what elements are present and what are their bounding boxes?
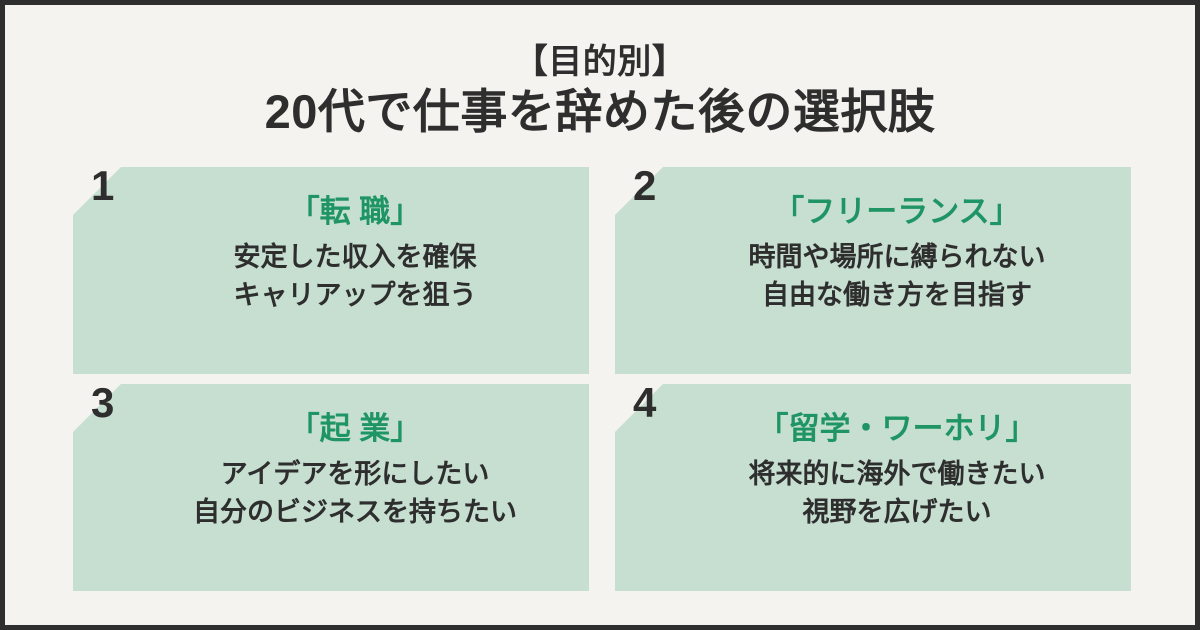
option-card-2-description: 時間や場所に縛られない 自由な働き方を目指す (663, 238, 1131, 315)
option-card-3-line-2: 自分のビジネスを持ちたい (193, 497, 517, 528)
option-card-1-line-1: 安定した収入を確保 (233, 241, 477, 272)
option-card-2-line-1: 時間や場所に縛られない (748, 241, 1046, 272)
title-block: 【目的別】 20代で仕事を辞めた後の選択肢 (5, 43, 1195, 140)
option-card-4-background (615, 384, 1131, 591)
option-card-3-content: 「起 業」 アイデアを形にしたい 自分のビジネスを持ちたい (121, 410, 589, 531)
option-card-grid: 1 「転 職」 安定した収入を確保 キャリアップを狙う 2 「フリーランス」 時… (73, 162, 1131, 591)
page-title: 20代で仕事を辞めた後の選択肢 (264, 85, 936, 139)
poster-canvas: 【目的別】 20代で仕事を辞めた後の選択肢 1 「転 職」 安定した収入を確保 … (5, 5, 1195, 625)
option-card-4-description: 将来的に海外で働きたい 視野を広げたい (663, 455, 1131, 532)
option-card-2-line-2: 自由な働き方を目指す (762, 280, 1032, 311)
option-card-4-line-2: 視野を広げたい (802, 497, 992, 528)
option-card-1-background (73, 167, 589, 374)
option-card-3-background (73, 384, 589, 591)
option-card-3-description: アイデアを形にしたい 自分のビジネスを持ちたい (121, 455, 589, 532)
option-card-1: 1 「転 職」 安定した収入を確保 キャリアップを狙う (73, 162, 589, 374)
option-card-1-number: 1 (91, 162, 115, 209)
option-card-4-number: 4 (633, 379, 657, 426)
option-card-1-line-2: キャリアップを狙う (233, 280, 477, 311)
option-card-3-heading: 「起 業」 (288, 411, 422, 446)
option-card-4-content: 「留学・ワーホリ」 将来的に海外で働きたい 視野を広げたい (663, 410, 1131, 531)
option-card-2-number: 2 (633, 162, 657, 209)
option-card-4-line-1: 将来的に海外で働きたい (748, 458, 1046, 489)
option-card-3-number: 3 (91, 379, 115, 426)
title-kicker: 【目的別】 (513, 43, 687, 81)
option-card-4-heading: 「留学・ワーホリ」 (757, 411, 1037, 446)
option-card-3-line-1: アイデアを形にしたい (220, 458, 490, 489)
option-card-2-heading: 「フリーランス」 (773, 194, 1021, 229)
option-card-1-description: 安定した収入を確保 キャリアップを狙う (121, 238, 589, 315)
option-card-1-heading: 「転 職」 (288, 194, 422, 229)
option-card-1-content: 「転 職」 安定した収入を確保 キャリアップを狙う (121, 193, 589, 314)
option-card-2: 2 「フリーランス」 時間や場所に縛られない 自由な働き方を目指す (615, 162, 1131, 374)
option-card-4: 4 「留学・ワーホリ」 将来的に海外で働きたい 視野を広げたい (615, 379, 1131, 591)
option-card-2-background (615, 167, 1131, 374)
option-card-2-content: 「フリーランス」 時間や場所に縛られない 自由な働き方を目指す (663, 193, 1131, 314)
option-card-3: 3 「起 業」 アイデアを形にしたい 自分のビジネスを持ちたい (73, 379, 589, 591)
